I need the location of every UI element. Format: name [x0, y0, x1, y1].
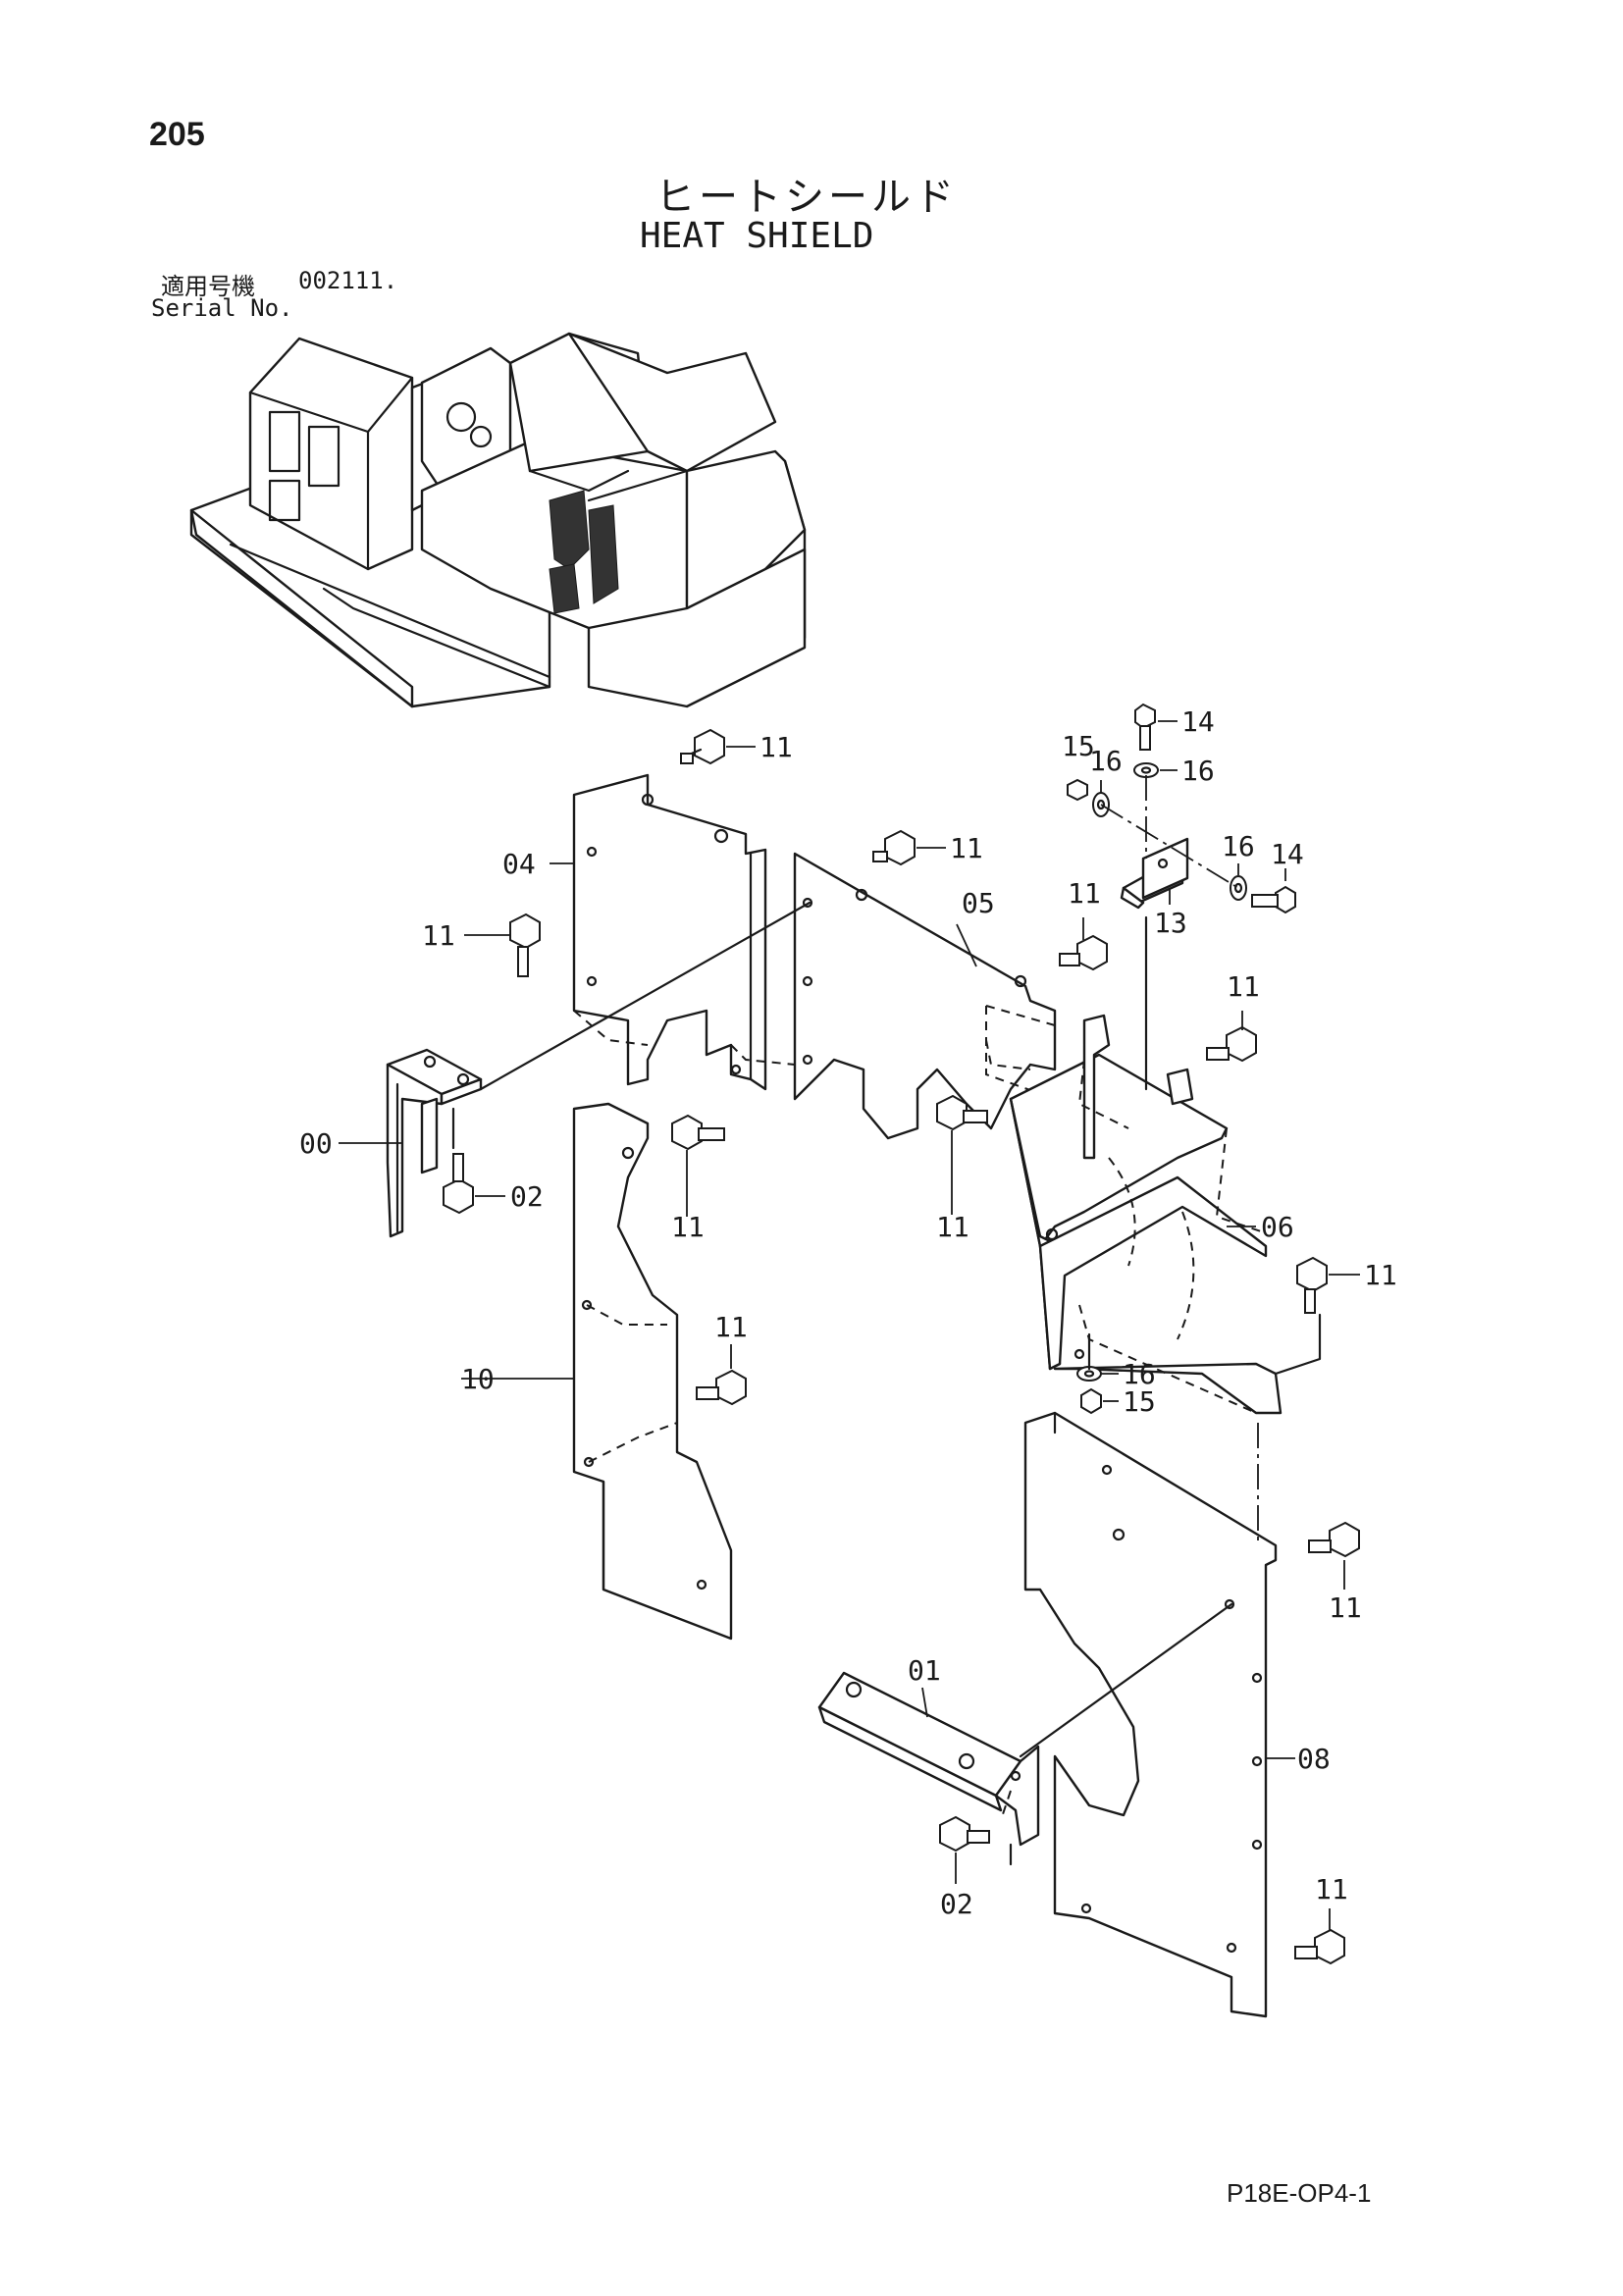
callout-02-left: 02 — [510, 1180, 544, 1213]
callout-11-mid-left: 11 — [671, 1211, 705, 1243]
callout-14-right: 14 — [1271, 838, 1304, 870]
callout-16-top: 16 — [1181, 755, 1215, 787]
bolt-14-right — [1251, 885, 1296, 914]
callout-11-left-side: 11 — [422, 919, 455, 952]
serial-label-japanese: 適用号機 — [161, 273, 255, 300]
bolt-11-center-right — [1059, 934, 1108, 971]
bolt-02-lower — [939, 1815, 990, 1852]
callout-11-center-right: 11 — [1068, 877, 1101, 910]
bolt-11-duct-top — [1206, 1025, 1257, 1063]
callout-11-right-lower: 11 — [1315, 1873, 1348, 1905]
part-13-small-bracket — [1120, 837, 1189, 910]
page-number: 205 — [149, 116, 205, 153]
bolt-11-right-lower — [1294, 1928, 1345, 1965]
bolt-11-mid-left — [671, 1114, 725, 1151]
callout-11-duct-right: 11 — [1364, 1259, 1397, 1291]
bolt-11-duct-right — [1296, 1256, 1328, 1314]
bolt-11-left-side — [509, 913, 541, 977]
drawing-code: P18E-OP4-1 — [1227, 2178, 1372, 2208]
title-japanese: ヒートシールド — [655, 175, 958, 220]
callout-leader-lines — [339, 720, 1360, 1931]
assembly-axis-lines — [451, 775, 1322, 1866]
serial-label-english: Serial No. — [151, 294, 293, 322]
callout-15-lower: 15 — [1123, 1385, 1156, 1418]
callout-11-left-lower: 11 — [714, 1311, 748, 1343]
callout-01: 01 — [908, 1654, 941, 1687]
bolt-11-top-left-upper — [680, 728, 725, 765]
part-04-left-upper-shield — [572, 773, 796, 1091]
part-05-center-shield — [793, 852, 1057, 1140]
callout-05: 05 — [962, 887, 995, 919]
callout-11-top-left-upper: 11 — [759, 731, 793, 763]
part-06-duct-shield — [985, 1014, 1283, 1415]
part-01-lower-bracket — [817, 1671, 1040, 1847]
callout-04: 04 — [502, 848, 536, 880]
callout-02-lower: 02 — [940, 1888, 973, 1920]
callout-00: 00 — [299, 1127, 333, 1160]
bolt-14-top — [1134, 703, 1156, 751]
callout-15-top: 15 — [1062, 730, 1095, 762]
bolt-11-right-upper — [1308, 1521, 1360, 1558]
callout-11-right-upper: 11 — [1329, 1592, 1362, 1624]
callout-11-center-top: 11 — [950, 832, 983, 864]
part-10-left-lower-shield — [572, 1102, 733, 1641]
callout-16-right: 16 — [1222, 830, 1255, 862]
callout-08: 08 — [1297, 1743, 1331, 1775]
washer-and-nut-hardware — [1067, 762, 1247, 1415]
part-08-right-lower-shield — [1023, 1411, 1278, 2018]
serial-number-value: 002111. — [298, 267, 398, 294]
callout-14-top: 14 — [1181, 705, 1215, 738]
callout-06: 06 — [1261, 1211, 1294, 1243]
bolt-11-mid-center — [936, 1094, 988, 1131]
callout-16-lower: 16 — [1123, 1358, 1156, 1390]
title-english: HEAT SHIELD — [640, 216, 874, 256]
callout-10: 10 — [461, 1363, 495, 1395]
callout-11-mid-center: 11 — [936, 1211, 969, 1243]
callout-11-duct-top: 11 — [1227, 970, 1260, 1003]
machine-overview-illustration — [189, 332, 807, 708]
bolt-11-center-top — [872, 829, 916, 866]
callout-16-top-left: 16 — [1089, 745, 1123, 777]
callout-labels: 00 01 02 02 04 05 06 08 10 11 11 11 11 1… — [299, 705, 1397, 1920]
bolt-11-left-lower — [696, 1369, 747, 1406]
callout-13: 13 — [1154, 907, 1187, 939]
bolt-02-left — [443, 1153, 474, 1215]
